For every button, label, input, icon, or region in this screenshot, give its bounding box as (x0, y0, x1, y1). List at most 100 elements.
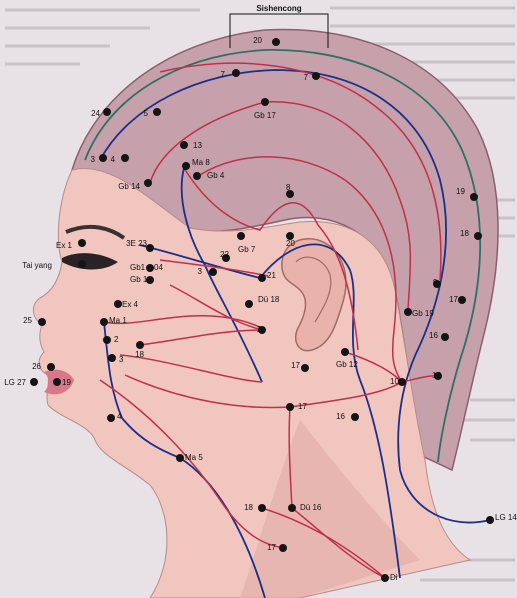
point-marker-ma1 (100, 318, 108, 326)
point-label-p2a: 2 (257, 325, 262, 334)
point-marker-lg14 (486, 516, 494, 524)
point-label-p8: 8 (286, 183, 291, 192)
point-marker-p13 (180, 141, 188, 149)
point-marker-gb7 (237, 232, 245, 240)
point-label-ex1: Ex 1 (56, 241, 73, 250)
point-marker-p7b (312, 72, 320, 80)
point-label-p19r: 19 (456, 187, 465, 196)
point-label-p19a: 19 (62, 378, 71, 387)
point-marker-p10 (398, 378, 406, 386)
point-marker-p3 (99, 154, 107, 162)
point-marker-p7a (232, 69, 240, 77)
point-label-p13: 13 (193, 141, 202, 150)
point-label-p20top: 20 (253, 36, 262, 45)
point-label-ex4: Ex 4 (122, 300, 139, 309)
point-label-dg16: Dü 16 (300, 503, 322, 512)
point-marker-p17r (458, 296, 466, 304)
point-marker-ma8 (182, 162, 190, 170)
point-marker-p19a (53, 378, 61, 386)
point-marker-gb12 (341, 348, 349, 356)
point-label-lg14: LG 14 (495, 513, 517, 522)
point-marker-p4 (121, 154, 129, 162)
point-label-p26: 26 (32, 362, 41, 371)
point-label-p15: 15 (432, 371, 441, 380)
point-marker-p17m (301, 364, 309, 372)
point-label-p22: 22 (220, 250, 229, 259)
point-marker-p19r (470, 193, 478, 201)
point-label-gb1: Gb 1 (130, 275, 148, 284)
point-marker-di (381, 574, 389, 582)
point-marker-ex4 (114, 300, 122, 308)
point-label-gb17: Gb 17 (254, 111, 276, 120)
point-label-p3b: 3 (198, 267, 203, 276)
point-marker-p17b (286, 403, 294, 411)
point-marker-p2b (103, 336, 111, 344)
point-label-se23: 3E 23 (126, 239, 147, 248)
point-label-lg27: LG 27 (4, 378, 26, 387)
point-label-p17r: 17 (449, 295, 458, 304)
point-marker-p5 (153, 108, 161, 116)
point-marker-p21 (258, 274, 266, 282)
point-label-p17c: 17 (267, 543, 276, 552)
point-label-p25: 25 (23, 316, 32, 325)
point-marker-p17c (279, 544, 287, 552)
point-marker-gb14 (144, 179, 152, 187)
point-label-gb7: Gb 7 (238, 245, 256, 254)
point-label-p7a: 7 (221, 70, 226, 79)
point-label-gb12: Gb 12 (336, 360, 358, 369)
point-label-p5: 5 (144, 109, 149, 118)
point-marker-p16r (441, 333, 449, 341)
point-marker-gb17 (261, 98, 269, 106)
point-label-p24: 24 (91, 109, 100, 118)
point-marker-p18a (136, 341, 144, 349)
point-label-p18a: 18 (135, 350, 144, 359)
point-label-p17m: 17 (291, 361, 300, 370)
point-label-p4b: 4 (117, 412, 122, 421)
point-label-p9: 9 (433, 278, 438, 287)
point-label-p18r: 18 (460, 229, 469, 238)
point-label-p17b: 17 (298, 402, 307, 411)
point-marker-dg18 (245, 300, 253, 308)
point-label-di: Di (390, 573, 398, 582)
point-label-gb4: Gb 4 (207, 171, 225, 180)
point-label-p3: 3 (91, 155, 96, 164)
point-marker-p18b (258, 504, 266, 512)
point-marker-lg27 (30, 378, 38, 386)
point-marker-p18r (474, 232, 482, 240)
point-marker-dg16 (288, 504, 296, 512)
point-label-p7b: 7 (304, 73, 309, 82)
point-marker-p3c (108, 354, 116, 362)
point-marker-p20top (272, 38, 280, 46)
point-label-gb19: Gb 19 (412, 309, 434, 318)
point-label-p4: 4 (111, 155, 116, 164)
point-marker-se23 (146, 244, 154, 252)
diagram-title: Sishencong (256, 4, 301, 13)
point-label-dg18: Dü 18 (258, 295, 280, 304)
point-marker-p4b (107, 414, 115, 422)
point-marker-ex1 (78, 239, 86, 247)
point-label-p3c: 3 (119, 355, 124, 364)
point-label-ma5: Ma 5 (185, 453, 203, 462)
point-label-gb14: Gb 14 (118, 182, 140, 191)
point-label-p20m: 20 (286, 239, 295, 248)
point-marker-taiyang (78, 260, 86, 268)
point-label-ma8: Ma 8 (192, 158, 210, 167)
point-label-p21: 21 (267, 271, 276, 280)
point-marker-p3b (209, 268, 217, 276)
point-marker-ma5 (176, 454, 184, 462)
point-label-p10: 10 (390, 377, 399, 386)
point-label-p16m: 16 (336, 412, 345, 421)
point-label-ma1: Ma 1 (109, 316, 127, 325)
point-label-gb1a: Gb1 – 04 (130, 263, 163, 272)
point-label-taiyang: Tai yang (22, 261, 52, 270)
point-marker-p25 (38, 318, 46, 326)
point-label-p16r: 16 (429, 331, 438, 340)
point-label-p18b: 18 (244, 503, 253, 512)
point-marker-gb19 (404, 308, 412, 316)
point-marker-gb4 (193, 172, 201, 180)
point-marker-p26 (47, 363, 55, 371)
point-marker-p24 (103, 108, 111, 116)
point-marker-p16m (351, 413, 359, 421)
